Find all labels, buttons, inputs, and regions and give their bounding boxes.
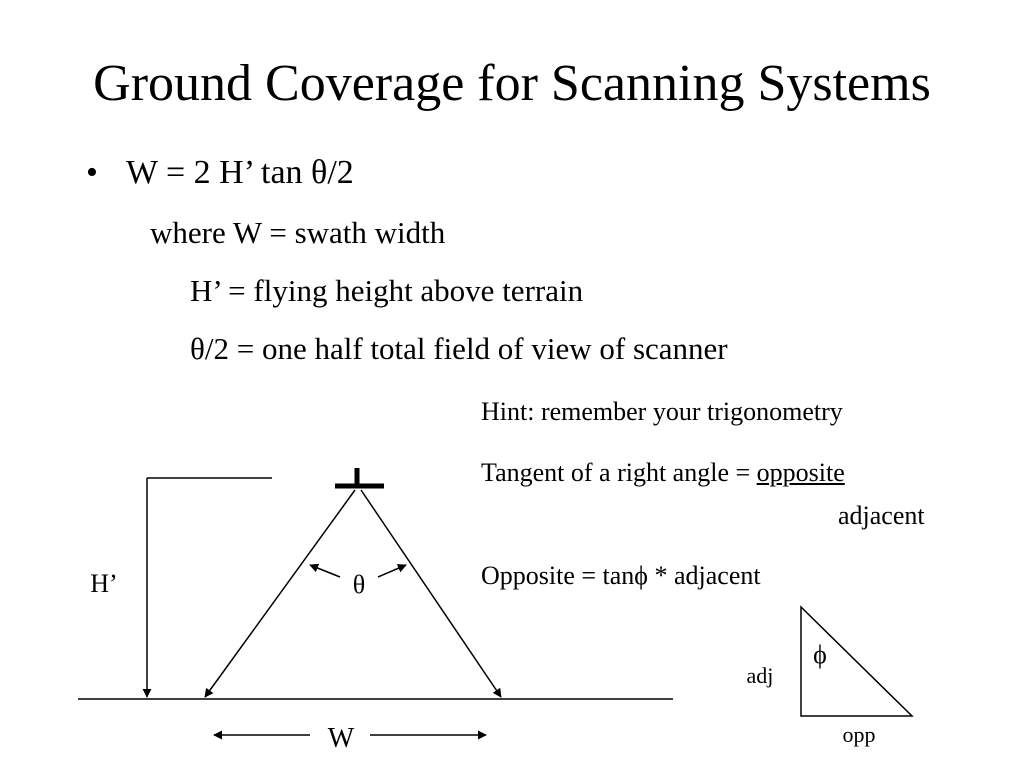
scanner-diagram: H’ θ W [78,468,673,754]
tangent-prefix: Tangent of a right angle = [481,458,757,487]
definition-swath-width: where W = swath width [150,215,446,250]
definition-flying-height: H’ = flying height above terrain [190,273,584,308]
phi-angle-label: ϕ [813,640,827,669]
opposite-formula: Opposite = tanϕ * adjacent [481,561,761,590]
swath-width-label: W [328,723,355,754]
tangent-numerator: opposite [756,458,845,487]
adjacent-side-label: adj [747,663,774,688]
trig-triangle-diagram: ϕ adj opp [747,605,914,747]
slide-title: Ground Coverage for Scanning Systems [93,55,931,112]
hint-text: Hint: remember your trigonometry [481,397,843,426]
tangent-definition: Tangent of a right angle = opposite [481,460,845,486]
tangent-denominator: adjacent [838,501,925,530]
definition-half-fov: θ/2 = one half total field of view of sc… [190,331,728,366]
opposite-side-label: opp [843,722,876,747]
angle-right-pointer [377,564,407,578]
angle-left-pointer [309,563,341,578]
scan-angle-label: θ [353,570,365,599]
right-triangle [800,605,914,717]
swath-formula: W = 2 H’ tan θ/2 [126,154,354,191]
flying-height-label: H’ [90,569,117,598]
right-scan-ray [360,489,502,698]
left-scan-ray [204,489,356,698]
bullet-marker: • [86,154,98,191]
